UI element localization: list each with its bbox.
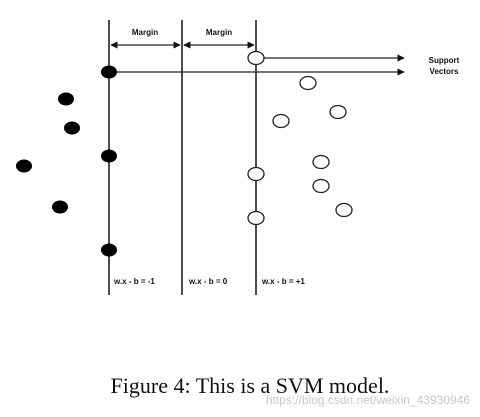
positive-point xyxy=(329,104,347,120)
negative-point xyxy=(52,200,68,214)
support-vectors-label-line1: Support xyxy=(429,56,460,65)
margin-left-label: Margin xyxy=(132,28,158,37)
negative-point xyxy=(58,92,74,106)
positive-point xyxy=(335,202,353,218)
support-vectors-label-line2: Vectors xyxy=(430,67,459,76)
negative-point xyxy=(101,65,117,79)
negative-point xyxy=(16,159,32,173)
positive-point xyxy=(312,178,330,194)
equation-decision-label: w.x - b = 0 xyxy=(188,277,228,286)
negative-point xyxy=(64,121,80,135)
margin-right-label: Margin xyxy=(206,28,232,37)
positive-point xyxy=(247,210,265,226)
figure-caption: Figure 4: This is a SVM model. xyxy=(111,373,390,398)
positive-point xyxy=(299,75,317,91)
positive-point xyxy=(247,166,265,182)
positive-point xyxy=(247,50,265,66)
equation-positive-label: w.x - b = +1 xyxy=(261,277,305,286)
positive-point xyxy=(272,113,290,129)
positive-class-points xyxy=(247,50,353,226)
watermark-text: https://blog.csdn.net/weixin_43930946 xyxy=(266,393,470,407)
negative-class-points xyxy=(16,65,117,257)
positive-point xyxy=(312,154,330,170)
equation-negative-label: w.x - b = -1 xyxy=(113,277,155,286)
negative-point xyxy=(101,149,117,163)
negative-point xyxy=(101,243,117,257)
